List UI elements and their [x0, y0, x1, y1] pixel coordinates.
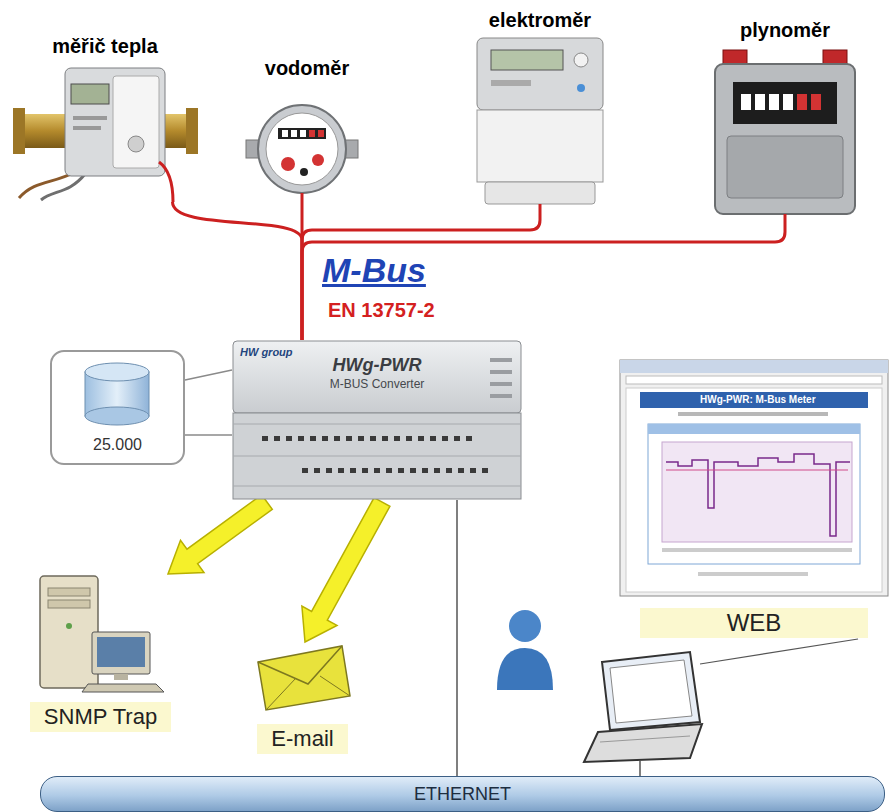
snmp-server: SNMP Trap — [18, 570, 183, 732]
mbus-wire — [173, 202, 303, 340]
leader-line — [700, 639, 858, 664]
node-title: plynoměr — [740, 18, 830, 42]
heat-meter: měřič tepla — [10, 34, 200, 202]
flow-arrow — [302, 498, 390, 642]
heat-meter-picture — [13, 34, 198, 202]
node-title: měřič tepla — [52, 34, 158, 58]
node-title: 25.000 — [93, 435, 142, 455]
page-header: HWg-PWR: M-Bus Meter — [700, 393, 816, 407]
snmp-server-picture — [18, 570, 183, 695]
standard-number: EN 13757-2 — [328, 298, 435, 322]
email-icon-picture — [250, 640, 355, 714]
node-title: SNMP Trap — [30, 702, 171, 732]
bus-logo: M-Bus — [322, 250, 426, 290]
ethernet-bus: ETHERNET — [40, 776, 885, 812]
network-wire — [456, 500, 458, 776]
network-wire — [639, 761, 641, 777]
laptop-icon — [584, 652, 702, 762]
email-icon: E-mail — [250, 640, 355, 754]
mbus-wire — [302, 214, 540, 340]
storage-callout-picture — [52, 352, 183, 432]
brand-logo: HW group — [240, 346, 293, 359]
user-icon — [497, 610, 553, 690]
node-title: WEB — [640, 608, 868, 638]
node-subtitle: M-BUS Converter — [330, 377, 425, 392]
node-title: ETHERNET — [414, 783, 511, 805]
node-title: E-mail — [257, 724, 347, 754]
electricity-meter: elektroměr — [465, 8, 615, 214]
callout-leader — [185, 370, 232, 435]
node-title: elektroměr — [489, 8, 591, 32]
converter-device: HWg-PWRM-BUS Converter — [232, 340, 522, 500]
gas-meter-picture — [705, 18, 865, 218]
gas-meter: plynoměr — [705, 18, 865, 218]
storage-callout: 25.000 — [50, 350, 185, 465]
flow-arrow — [168, 495, 272, 574]
mbus-wire — [302, 218, 785, 340]
node-title: vodoměr — [265, 56, 349, 80]
electricity-meter-picture — [465, 8, 615, 214]
node-title: HWg-PWR — [333, 354, 422, 376]
water-meter: vodoměr — [232, 56, 382, 206]
